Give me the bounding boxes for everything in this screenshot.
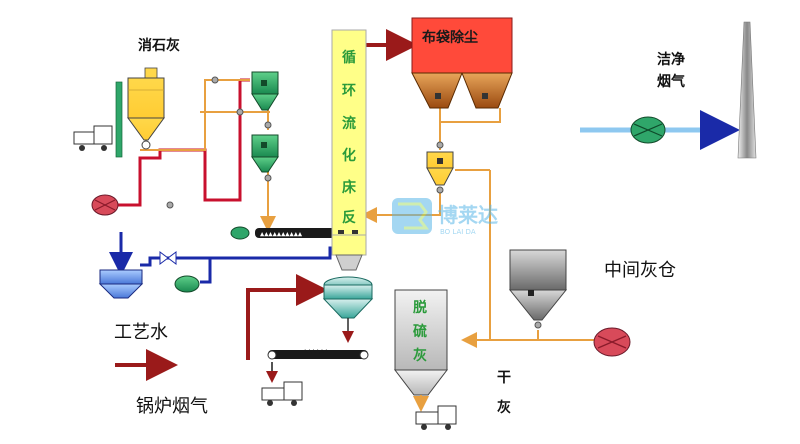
baghouse-filter[interactable]: 布袋除尘 [411,17,513,109]
desulf-label-1: 脱 [413,299,427,316]
bag-ash-line [439,108,501,123]
fan-icon-clean-gas[interactable] [630,116,666,144]
process-water-tank[interactable] [98,269,144,299]
truck-icon-bottom-center [415,405,457,430]
boiler-gas-pipe [246,274,328,360]
valve-markers [166,76,272,209]
water-valve-icon[interactable] [159,251,177,265]
label-intermediate-silo: 中间灰仓 [604,260,676,281]
desulf-label-3: 灰 [413,347,427,364]
green-bin-top[interactable] [251,71,279,111]
truck-icon-bottom-left [261,381,303,406]
tower-label-5: 床 [342,179,357,196]
watermark-logo: 博莱达 BO LAI DA [392,198,498,236]
intermediate-ash-silo[interactable] [508,249,568,329]
baghouse-label: 布袋除尘 [422,29,478,46]
bottom-conveyor[interactable]: ▲▲▲▲▲▲ [266,347,369,383]
label-limestone: 消石灰 [138,37,180,54]
ash-hopper-small[interactable] [426,141,454,194]
desulf-ash-silo[interactable]: 脱 硫 灰 [393,289,449,412]
green-bin-bottom[interactable] [251,134,279,173]
watermark-sub: BO LAI DA [440,228,476,236]
feed-motor-icon [230,226,250,240]
feed-conveyor[interactable]: ▲▲▲▲▲▲▲▲▲▲ [255,228,335,238]
ash-recirc [361,190,441,223]
lime-silo[interactable] [115,67,165,158]
label-dry-ash-2: 灰 [497,399,511,416]
water-main [150,246,345,260]
tower-label-6: 反 [342,209,356,226]
desulf-label-2: 硫 [413,323,427,340]
fan-icon-left[interactable] [91,194,119,216]
truck-icon-lime [73,125,113,151]
svg-text:▲▲▲▲▲▲: ▲▲▲▲▲▲ [303,347,329,355]
lime-feed-line [140,79,250,151]
fan-icon-right[interactable] [593,327,631,357]
label-clean-gas-2: 烟气 [657,73,685,90]
tower-label-2: 环 [342,83,356,99]
ash-recirc-right [461,170,491,348]
cfb-reactor-tower[interactable]: 循 环 流 化 床 反 [331,29,367,271]
label-boiler-gas: 锅炉烟气 [136,396,208,417]
tower-label-4: 化 [342,147,356,164]
tower-label-3: 流 [342,115,356,132]
label-clean-gas-1: 洁净 [657,51,685,68]
bottom-cyclone[interactable] [322,276,374,343]
tower-label-1: 循 [342,49,356,66]
label-dry-ash-1: 干 [497,370,511,386]
label-process-water: 工艺水 [114,322,168,343]
svg-text:▲▲▲▲▲▲▲▲▲▲: ▲▲▲▲▲▲▲▲▲▲ [260,230,303,238]
chimney-stack [737,21,757,159]
water-pump-icon[interactable] [174,275,200,293]
watermark-text: 博莱达 [438,203,498,227]
